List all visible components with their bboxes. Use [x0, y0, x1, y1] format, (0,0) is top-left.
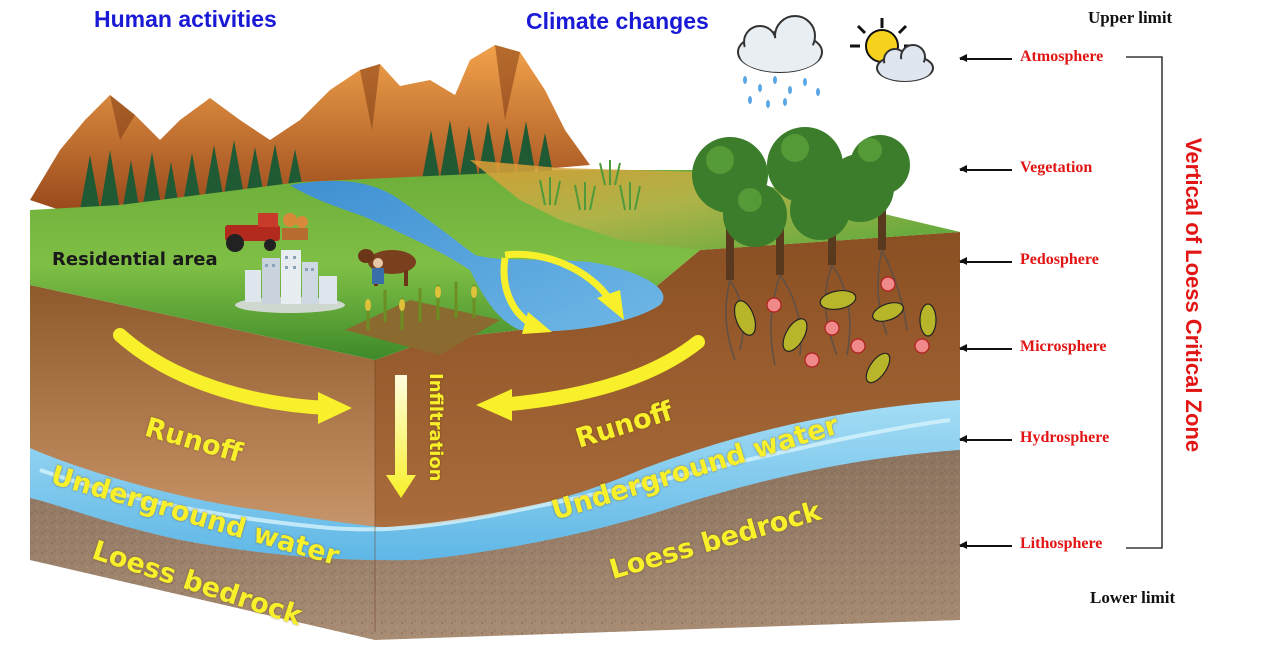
sun-cloud-icon	[850, 18, 934, 82]
city-buildings-icon	[235, 250, 345, 313]
human-activities-header: Human activities	[94, 6, 277, 32]
zone-bracket	[1126, 56, 1163, 549]
left-arrow-icon	[959, 345, 1012, 351]
rain-cloud-icon	[737, 15, 823, 108]
lower-limit-label: Lower limit	[1090, 588, 1176, 607]
crop-field-icon	[345, 282, 500, 355]
layer-label: Hydrosphere	[1020, 429, 1110, 446]
left-arrow-icon	[959, 166, 1012, 172]
runoff-arrow-left	[113, 328, 352, 424]
layer-label: Atmosphere	[1020, 48, 1104, 65]
river-flow-arrows	[500, 250, 624, 334]
layer-pedosphere: Pedosphere	[959, 250, 1170, 274]
upper-limit-label: Upper limit	[1088, 8, 1173, 27]
zone-title: Vertical of Loess Critical Zone	[1175, 80, 1211, 510]
layer-label: Lithosphere	[1020, 535, 1103, 552]
microbe-icon	[733, 276, 937, 384]
left-arrow-icon	[959, 55, 1012, 61]
left-arrow-icon	[959, 258, 1012, 264]
zone-title-text: Vertical of Loess Critical Zone	[1181, 137, 1206, 453]
infiltration-label: Infiltration	[425, 373, 446, 482]
underground-water-layer	[30, 400, 960, 561]
layer-hydrosphere: Hydrosphere	[959, 428, 1170, 452]
layer-microsphere: Microsphere	[959, 337, 1170, 361]
layer-atmosphere: Atmosphere	[959, 47, 1170, 71]
farmer-icon	[372, 258, 384, 284]
climate-changes-header: Climate changes	[526, 8, 709, 34]
river	[290, 180, 664, 332]
residential-area-label: Residential area	[52, 249, 218, 270]
infiltration-arrow	[386, 375, 416, 498]
left-arrow-icon	[959, 542, 1012, 548]
layer-label: Microsphere	[1020, 338, 1107, 355]
left-arrow-icon	[959, 436, 1012, 442]
tractor-icon	[225, 213, 308, 252]
layer-label: Pedosphere	[1020, 251, 1099, 268]
runoff-arrow-right	[476, 335, 705, 421]
layer-vegetation: Vegetation	[959, 158, 1170, 182]
deciduous-tree-icon	[692, 127, 910, 366]
loess-bedrock-layer	[30, 450, 960, 640]
layer-lithosphere: Lithosphere	[959, 534, 1170, 558]
layer-label: Vegetation	[1020, 159, 1093, 176]
grass-tuft-icon	[539, 160, 641, 211]
